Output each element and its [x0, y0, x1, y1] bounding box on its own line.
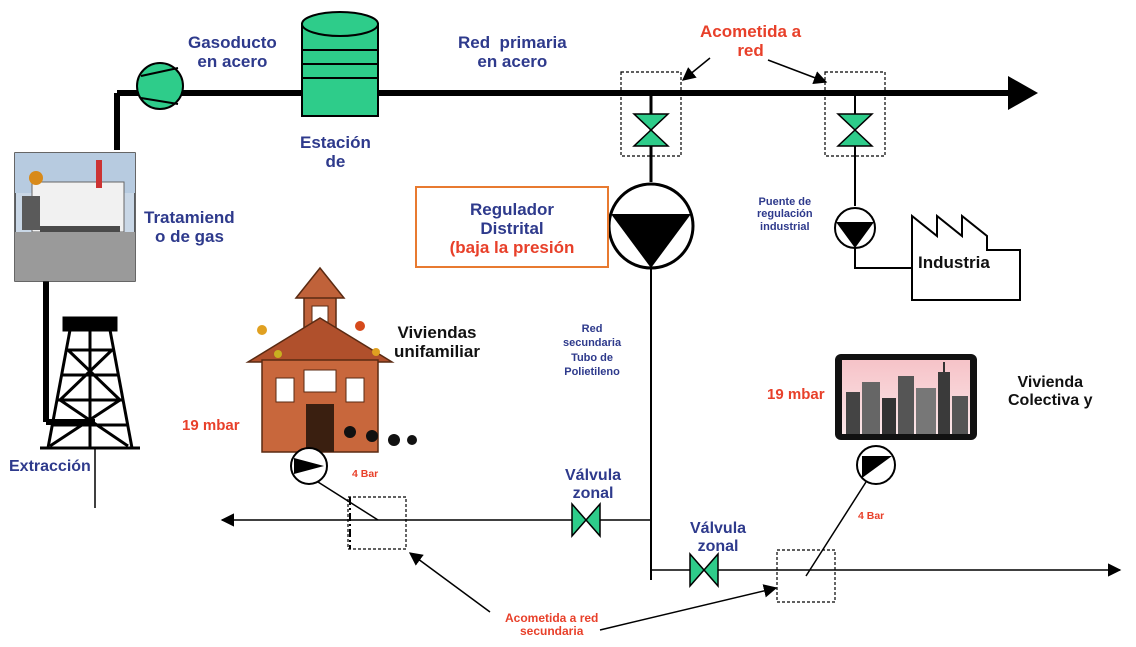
label-red-primaria: Red primaria en acero	[458, 33, 567, 71]
label-line: Acometida a red	[505, 611, 599, 625]
secondary-network	[220, 496, 1122, 603]
label-gasoducto: Gasoducto en acero	[188, 33, 277, 71]
label-extraccion: Extracción	[9, 458, 91, 475]
label-line: red	[737, 41, 764, 61]
label-vivienda-colectiva: Vivienda Colectiva y	[1008, 374, 1092, 410]
gate-valve-icon	[836, 113, 874, 147]
label-acometida-red: Acometida a red	[700, 22, 801, 60]
label-valvula-zonal-2: Válvula zonal	[690, 520, 746, 556]
label-line: unifamiliar	[394, 342, 480, 362]
house-icon	[245, 266, 417, 453]
treatment-plant-icon	[14, 152, 136, 282]
compressor-icon	[136, 62, 184, 110]
label-line: secundaria	[563, 337, 622, 350]
label-line: Puente de	[758, 196, 812, 208]
pressure-regulator-icon	[290, 447, 328, 485]
label-line: Distrital	[480, 219, 544, 239]
label-regulador: Regulador Distrital (baja la presión	[426, 200, 598, 257]
label-line: en acero	[197, 52, 268, 72]
label-line: zonal	[697, 537, 739, 555]
label-line: Red primaria	[458, 33, 567, 52]
label-valvula-zonal-1: Válvula zonal	[565, 467, 621, 503]
label-line: zonal	[572, 484, 614, 502]
label-line: Tubo de	[571, 351, 614, 364]
label-line: de	[325, 152, 346, 172]
label-line: industrial	[760, 220, 810, 233]
pressure-regulator-icon	[856, 445, 896, 485]
label-estacion: Estación de	[300, 133, 371, 171]
pressure-regulator-icon	[834, 207, 876, 249]
label-line: Gasoducto	[188, 33, 277, 52]
label-line: Tratamiend	[144, 208, 235, 227]
label-line: Estación	[300, 133, 371, 152]
pressure-regulator-icon	[607, 182, 695, 270]
label-line: o de gas	[155, 227, 224, 247]
label-acometida-secundaria: Acometida a red secundaria	[505, 611, 599, 639]
label-line: Válvula	[690, 520, 747, 537]
gate-valve-icon	[689, 552, 719, 588]
label-line: secundaria	[520, 624, 584, 639]
primary-pipeline	[43, 76, 1038, 425]
label-line: Polietileno	[564, 365, 620, 378]
factory-icon	[911, 213, 1021, 301]
label-line: Red	[581, 323, 603, 335]
label-red-secundaria: Red secundaria Tubo de Polietileno	[563, 322, 621, 379]
acometida-box-2	[824, 71, 886, 206]
label-line: (baja la presión	[449, 238, 575, 258]
label-line: Regulador	[469, 200, 555, 219]
label-19mbar-left: 19 mbar	[182, 417, 240, 434]
oil-derrick-icon	[40, 316, 140, 450]
gate-valve-icon	[632, 113, 670, 147]
label-viviendas-unifamiliar: Viviendas unifamiliar	[394, 323, 480, 361]
label-line: Válvula	[565, 467, 622, 484]
regulator-label-box	[415, 186, 609, 268]
label-4bar-left: 4 Bar	[352, 468, 379, 480]
gate-valve-icon	[571, 502, 601, 538]
label-line: Vivienda	[1017, 374, 1083, 391]
label-line: en acero	[477, 52, 548, 72]
label-line: Acometida a	[700, 22, 802, 41]
label-line: regulación	[757, 208, 813, 221]
label-19mbar-right: 19 mbar	[767, 386, 825, 403]
label-line: Colectiva y	[1008, 391, 1093, 409]
label-tratamiento: Tratamiend o de gas	[144, 208, 235, 246]
storage-tank-icon	[301, 11, 379, 117]
label-line: Viviendas	[397, 323, 477, 342]
label-4bar-right: 4 Bar	[858, 510, 885, 522]
label-puente: Puente de regulación industrial	[757, 196, 813, 233]
city-buildings-icon	[835, 354, 977, 440]
label-industria: Industria	[918, 253, 990, 272]
